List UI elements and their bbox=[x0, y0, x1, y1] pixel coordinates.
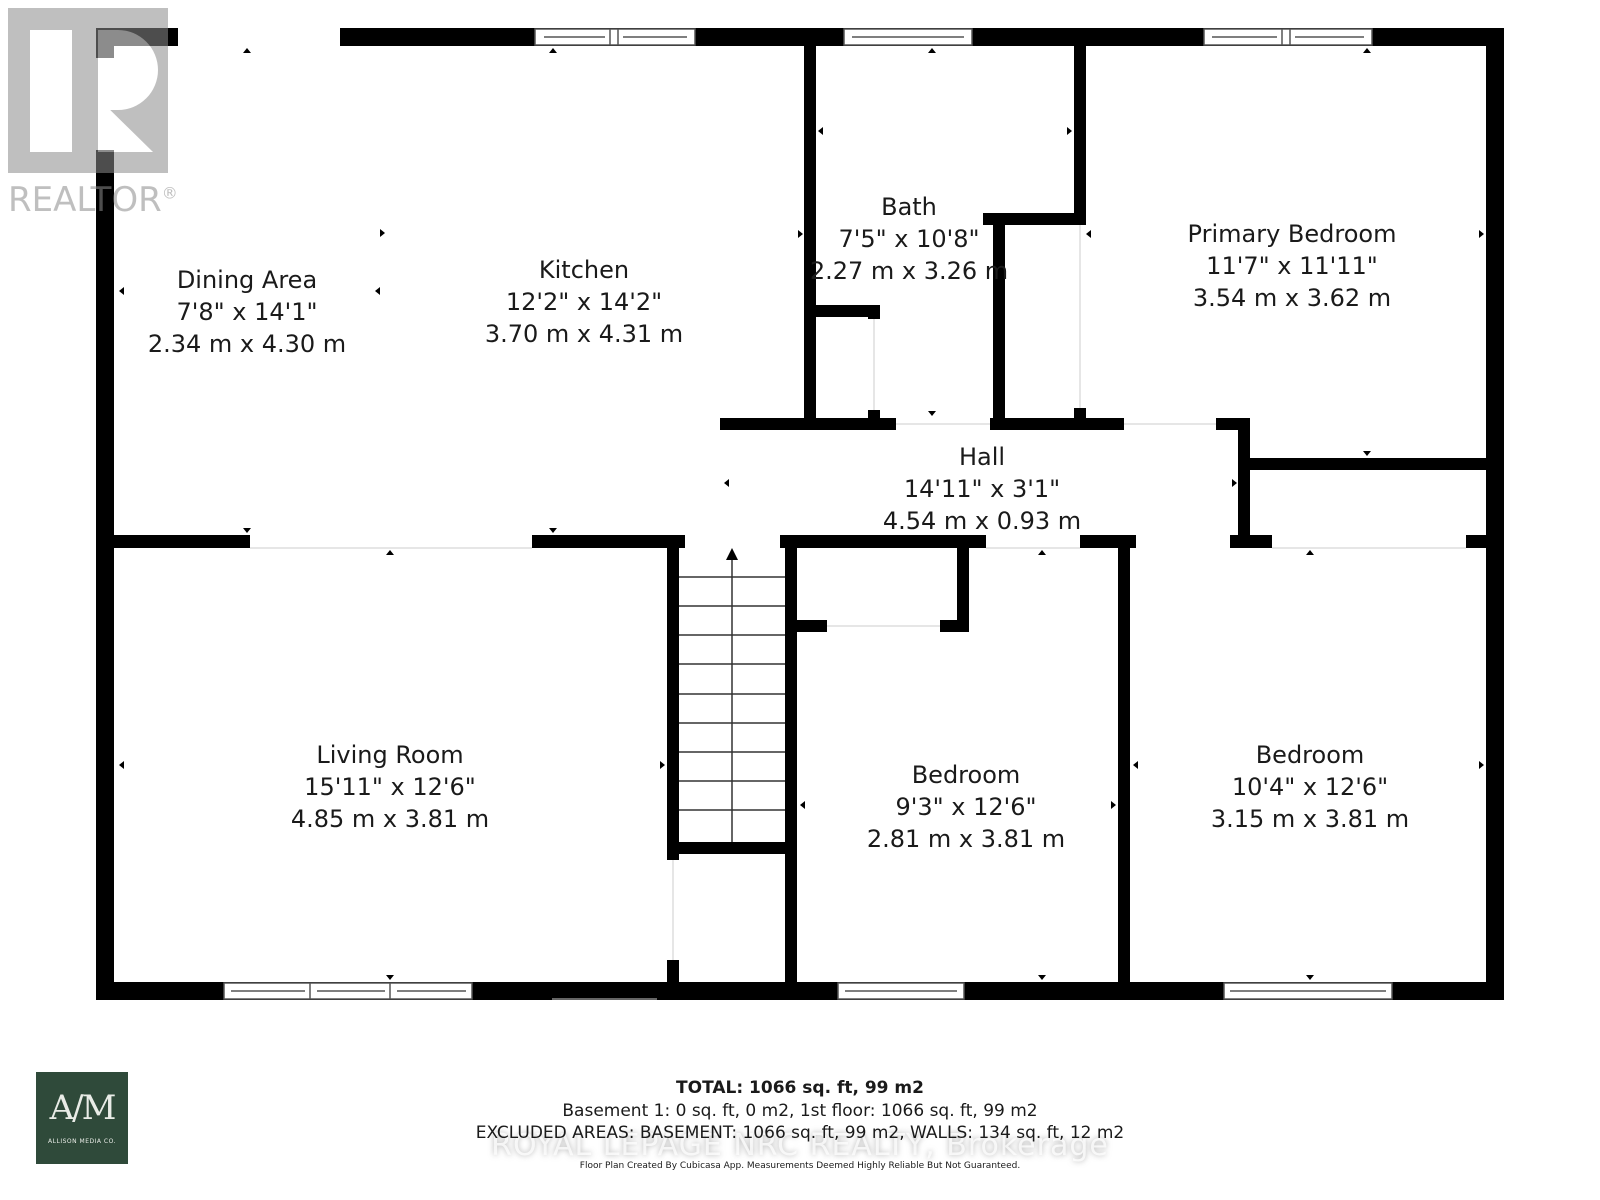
room-imperial: 12'2" x 14'2" bbox=[505, 288, 663, 316]
room-name: Bedroom bbox=[1255, 741, 1365, 769]
room-metric: 4.85 m x 3.81 m bbox=[290, 805, 490, 833]
realtor-logo-icon bbox=[8, 8, 168, 173]
room-name: Kitchen bbox=[538, 256, 630, 284]
allison-media-logo: A/M ALLISON MEDIA CO. bbox=[36, 1072, 128, 1164]
room-name: Bedroom bbox=[911, 761, 1021, 789]
room-bedroom-3: Bedroom 10'4" x 12'6" 3.15 m x 3.81 m bbox=[1211, 739, 1409, 835]
room-metric: 4.54 m x 0.93 m bbox=[882, 507, 1082, 535]
room-name: Hall bbox=[958, 443, 1006, 471]
stair-arrow-icon bbox=[726, 548, 738, 560]
door-openings bbox=[250, 225, 1466, 1000]
excluded-areas: EXCLUDED AREAS: BASEMENT: 1066 sq. ft, 9… bbox=[475, 1123, 1125, 1143]
room-name: Primary Bedroom bbox=[1187, 220, 1397, 248]
room-name: Living Room bbox=[316, 741, 464, 769]
floor-areas: Basement 1: 0 sq. ft, 0 m2, 1st floor: 1… bbox=[562, 1101, 1038, 1121]
room-hall: Hall 14'11" x 3'1" 4.54 m x 0.93 m bbox=[883, 441, 1081, 537]
room-imperial: 11'7" x 11'11" bbox=[1206, 252, 1378, 280]
logo-monogram: A/M bbox=[49, 1088, 117, 1128]
room-imperial: 7'8" x 14'1" bbox=[176, 298, 318, 326]
floor-plan-credit: Floor Plan Created By Cubicasa App. Meas… bbox=[579, 1161, 1021, 1171]
room-metric: 3.15 m x 3.81 m bbox=[1210, 805, 1410, 833]
brokerage-watermark: ROYAL LEPAGE NRC REALTY, Brokerage bbox=[491, 1128, 1109, 1163]
room-bath: Bath 7'5" x 10'8" 2.27 m x 3.26 m bbox=[810, 191, 1008, 287]
room-metric: 3.70 m x 4.31 m bbox=[484, 320, 684, 348]
room-metric: 2.27 m x 3.26 m bbox=[809, 257, 1009, 285]
room-metric: 2.34 m x 4.30 m bbox=[147, 330, 347, 358]
room-kitchen: Kitchen 12'2" x 14'2" 3.70 m x 4.31 m bbox=[485, 254, 683, 350]
room-name: Dining Area bbox=[176, 266, 318, 294]
room-bedroom-2: Bedroom 9'3" x 12'6" 2.81 m x 3.81 m bbox=[867, 759, 1065, 855]
windows bbox=[223, 28, 1393, 1000]
room-dining-area: Dining Area 7'8" x 14'1" 2.34 m x 4.30 m bbox=[148, 264, 346, 360]
room-living-room: Living Room 15'11" x 12'6" 4.85 m x 3.81… bbox=[291, 739, 489, 835]
realtor-text: REALTOR bbox=[8, 180, 162, 220]
room-metric: 2.81 m x 3.81 m bbox=[866, 825, 1066, 853]
measurement-markers bbox=[119, 48, 1484, 980]
walls bbox=[96, 28, 1504, 1000]
registered-mark: ® bbox=[161, 183, 178, 203]
logo-company: ALLISON MEDIA CO. bbox=[48, 1138, 116, 1145]
room-primary-bedroom: Primary Bedroom 11'7" x 11'11" 3.54 m x … bbox=[1188, 218, 1397, 314]
room-imperial: 10'4" x 12'6" bbox=[1231, 773, 1389, 801]
room-imperial: 15'11" x 12'6" bbox=[304, 773, 476, 801]
room-imperial: 7'5" x 10'8" bbox=[838, 225, 980, 253]
realtor-watermark: REALTOR® bbox=[8, 8, 180, 220]
stairs bbox=[679, 556, 785, 842]
room-imperial: 14'11" x 3'1" bbox=[903, 475, 1061, 503]
room-metric: 3.54 m x 3.62 m bbox=[1192, 284, 1392, 312]
room-name: Bath bbox=[881, 193, 937, 221]
total-area: TOTAL: 1066 sq. ft, 99 m2 bbox=[676, 1078, 924, 1098]
room-imperial: 9'3" x 12'6" bbox=[895, 793, 1037, 821]
